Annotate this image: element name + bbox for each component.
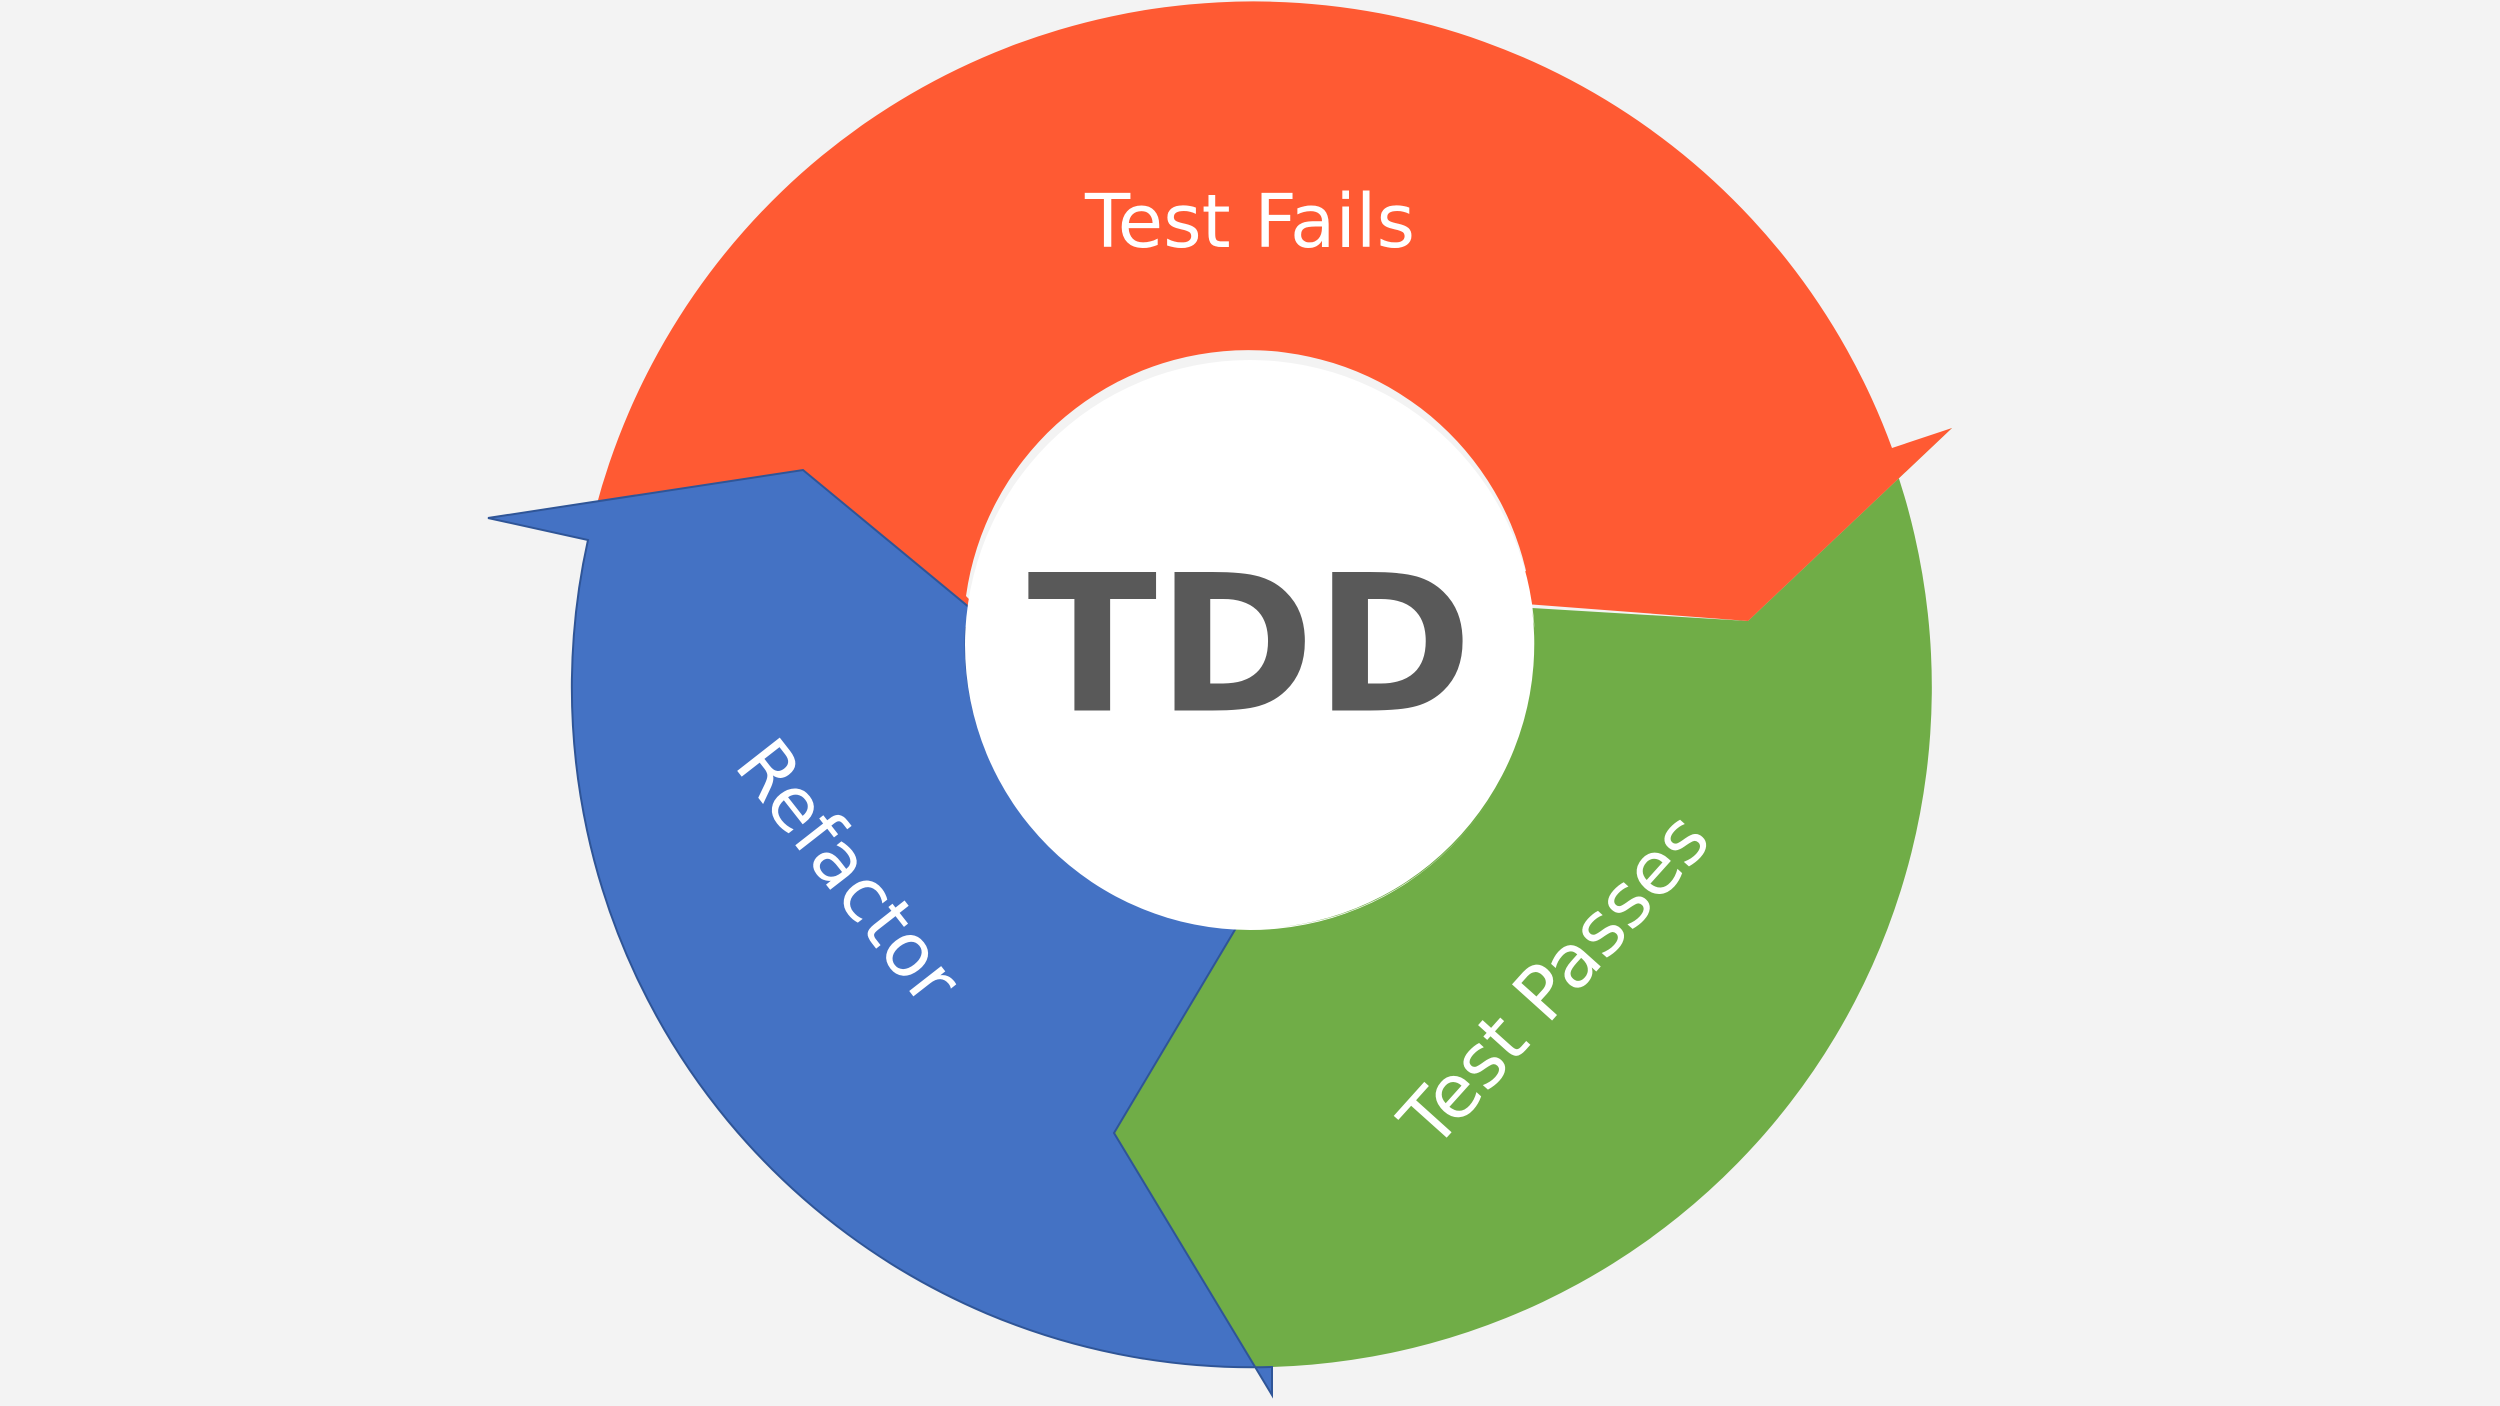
center-label: TDD (1027, 535, 1472, 756)
label-test-fails: Test Fails (1084, 179, 1415, 265)
center-circle (965, 360, 1535, 930)
segment-test-fails (594, 1, 1952, 638)
segment-test-passes (1114, 428, 1952, 1395)
